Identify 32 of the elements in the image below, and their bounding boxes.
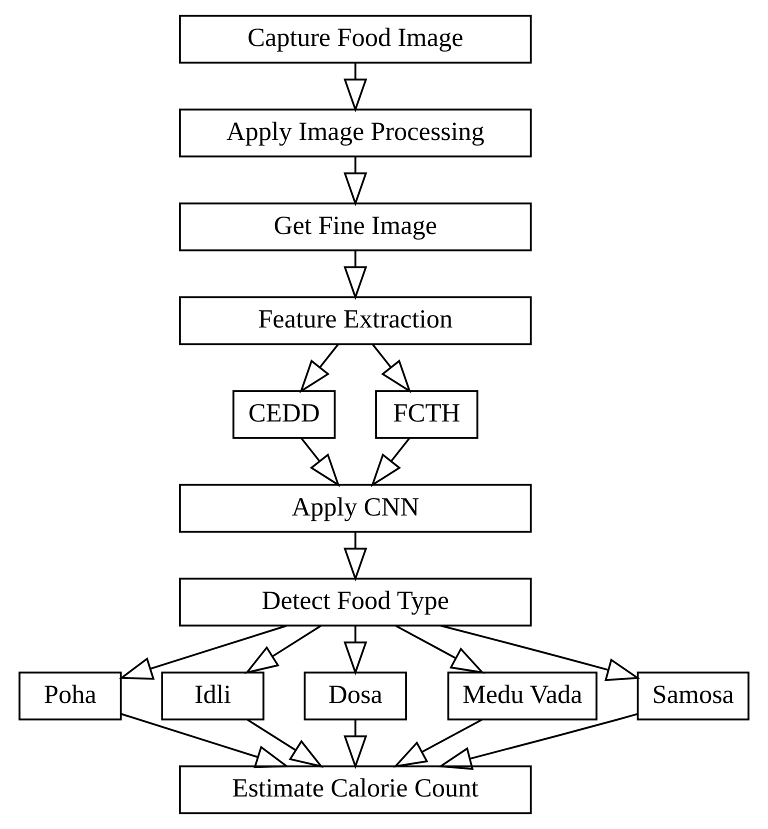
node-box: Estimate Calorie Count bbox=[179, 765, 532, 814]
node-box: Idli bbox=[161, 672, 264, 720]
node-box: Capture Food Image bbox=[179, 14, 532, 64]
node-box: CEDD bbox=[232, 390, 336, 439]
node-box: Detect Food Type bbox=[179, 578, 532, 627]
arrow bbox=[392, 718, 482, 768]
node-box: Samosa bbox=[636, 672, 750, 720]
arrow bbox=[438, 713, 638, 770]
arrow bbox=[344, 720, 368, 770]
node-box: Feature Extraction bbox=[179, 296, 532, 346]
arrow bbox=[344, 532, 368, 582]
arrow bbox=[118, 624, 287, 680]
arrow bbox=[344, 626, 368, 676]
node-box: FCTH bbox=[375, 390, 478, 439]
node-box: Get Fine Image bbox=[179, 202, 532, 252]
arrow bbox=[244, 625, 322, 674]
node-box: Dosa bbox=[304, 672, 407, 720]
node-box: Apply CNN bbox=[179, 484, 532, 533]
arrow bbox=[370, 438, 410, 488]
arrow bbox=[372, 344, 412, 394]
arrow bbox=[300, 438, 340, 488]
arrow bbox=[246, 718, 324, 768]
node-box: Medu Vada bbox=[447, 672, 598, 720]
arrow bbox=[120, 713, 290, 768]
arrow bbox=[440, 624, 640, 682]
arrow bbox=[299, 344, 339, 394]
arrow bbox=[344, 62, 368, 112]
arrow bbox=[344, 250, 368, 300]
arrow bbox=[344, 156, 368, 206]
node-box: Apply Image Processing bbox=[179, 108, 532, 158]
node-box: Poha bbox=[18, 672, 122, 720]
arrow bbox=[395, 625, 485, 674]
